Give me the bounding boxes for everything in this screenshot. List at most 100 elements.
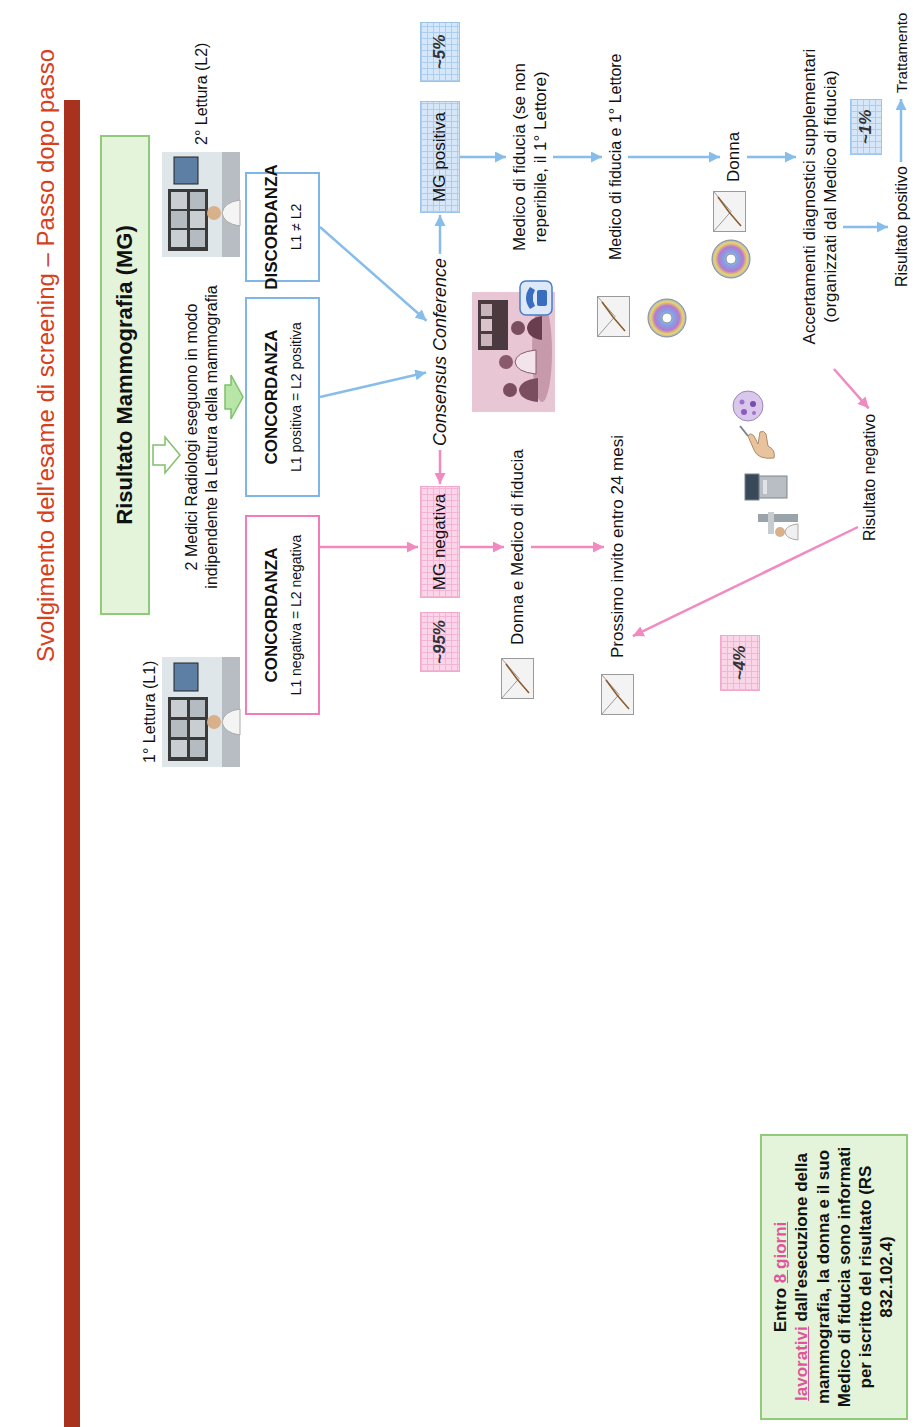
drawing-part <box>168 697 208 761</box>
flow-arrow <box>531 546 604 549</box>
drawing-part <box>758 514 798 522</box>
disagreement-box: DISCORDANZAL1 ≠ L2 <box>245 172 320 282</box>
drawing-part <box>515 350 536 374</box>
result-box: MG positiva <box>420 101 460 213</box>
drawing-part <box>768 512 774 534</box>
mammography-icon <box>758 512 798 540</box>
flow-arrow <box>628 156 720 159</box>
drawing-part <box>481 334 492 346</box>
title-bar <box>64 100 80 1427</box>
node-text: Consensus Conference <box>430 258 452 446</box>
drawing-part <box>598 297 630 337</box>
drawing-part <box>162 152 240 257</box>
node-text: L1 negativa = L2 negativa <box>288 535 304 696</box>
node-text: Prossimo invito entro 24 mesi <box>608 435 628 658</box>
drawing-part <box>740 400 745 405</box>
step-text: Accertamenti diagnostici supplementari (… <box>798 24 843 369</box>
node-text: Donna e Medico di fiducia <box>508 449 528 645</box>
node-text: DISCORDANZA <box>262 164 282 290</box>
drawing-part <box>171 192 187 209</box>
flow-arrow <box>320 373 426 398</box>
step-text: Donna e Medico di fiducia <box>506 445 531 649</box>
percent-box: ~4% <box>720 635 760 691</box>
flow-arrow <box>320 546 418 549</box>
drawing-part <box>763 480 767 494</box>
reader-photo <box>162 152 240 257</box>
node-text: Risultato negativo <box>860 414 879 541</box>
node-text: ~5% <box>430 35 450 70</box>
drawing-part <box>775 527 785 537</box>
label-text: 2 Medici Radiologi eseguono in modo indi… <box>182 262 222 612</box>
drawing-part <box>190 700 205 717</box>
ultrasound-icon <box>745 474 787 500</box>
drawing-part <box>740 426 748 436</box>
drawing-part <box>222 657 240 767</box>
drawing-part <box>714 192 746 232</box>
agreement-box: CONCORDANZAL1 positiva = L2 positiva <box>245 297 320 497</box>
step-text: Donna <box>722 128 747 186</box>
flow-arrow <box>460 156 506 159</box>
label-text: 1° Lettura (L1) <box>140 661 160 763</box>
drawing-part <box>520 281 552 315</box>
drawing-part <box>481 319 492 331</box>
drawing-part <box>526 287 535 309</box>
drawing-part <box>162 657 240 767</box>
block-arrow <box>225 375 243 419</box>
flow-arrow <box>553 156 602 159</box>
drawing-part <box>502 659 534 699</box>
step-text: Risultato positivo <box>890 162 914 291</box>
phone-icon <box>520 281 552 315</box>
result-box: MG negativa <box>420 486 460 598</box>
flow-arrow <box>320 227 427 321</box>
flow-arrow <box>834 369 869 408</box>
drawing-part <box>171 740 187 757</box>
block-arrow <box>153 437 180 473</box>
drawing-part <box>511 321 525 335</box>
label-text: 2° Lettura (L2) <box>192 43 212 145</box>
agreement-box: CONCORDANZA L1 negativa = L2 negativa <box>245 515 320 715</box>
drawing-part <box>503 383 517 397</box>
drawing-part <box>712 240 750 278</box>
drawing-part <box>171 700 187 717</box>
flow-arrow <box>439 215 442 254</box>
drawing-part <box>207 206 221 220</box>
node-text: MG negativa <box>430 494 450 590</box>
drawing-part <box>499 355 513 369</box>
percent-box: ~1% <box>850 99 882 155</box>
drawing-part <box>785 524 798 540</box>
flow-arrow <box>439 450 442 484</box>
cytology-icon <box>733 391 763 421</box>
step-text: Medico di fiducia e 1° Lettore <box>604 49 628 264</box>
node-text: MG positiva <box>430 112 450 202</box>
drawing-part <box>741 409 747 415</box>
drawing-part <box>602 675 634 715</box>
node-text: ~1% <box>856 110 876 145</box>
note-box: Entro8 giorni lavoratividall'esecuzione … <box>760 1134 908 1420</box>
step-text: Medico di fiducia (se non reperibile, il… <box>508 39 553 275</box>
drawing-part <box>733 391 763 421</box>
biopsy-icon <box>740 426 774 458</box>
step-text: Risultato negativo <box>858 410 882 545</box>
percent-box: ~5% <box>420 22 460 82</box>
drawing-part <box>171 230 187 247</box>
drawing-part <box>171 720 187 737</box>
node-text: CONCORDANZA <box>262 547 282 682</box>
flow-arrow <box>843 226 888 229</box>
node-text: Medico di fiducia (se non reperibile, il… <box>510 43 551 271</box>
drawing-part <box>481 304 492 316</box>
node-text: Donna <box>724 132 744 182</box>
node-text: L1 positiva = L2 positiva <box>288 322 304 472</box>
drawing-part <box>648 299 686 337</box>
node-text: ~4% <box>730 646 750 681</box>
result-box: Risultato Mammografia (MG) <box>100 135 150 615</box>
node-text: Trattamento <box>893 13 911 93</box>
drawing-part <box>759 476 787 498</box>
reader-photo <box>162 657 240 767</box>
flow-arrow <box>900 99 903 162</box>
drawing-part <box>745 474 759 500</box>
drawing-part <box>750 401 756 407</box>
drawing-part <box>222 200 240 226</box>
node-text: Risultato positivo <box>892 166 911 287</box>
drawing-part <box>222 709 240 735</box>
